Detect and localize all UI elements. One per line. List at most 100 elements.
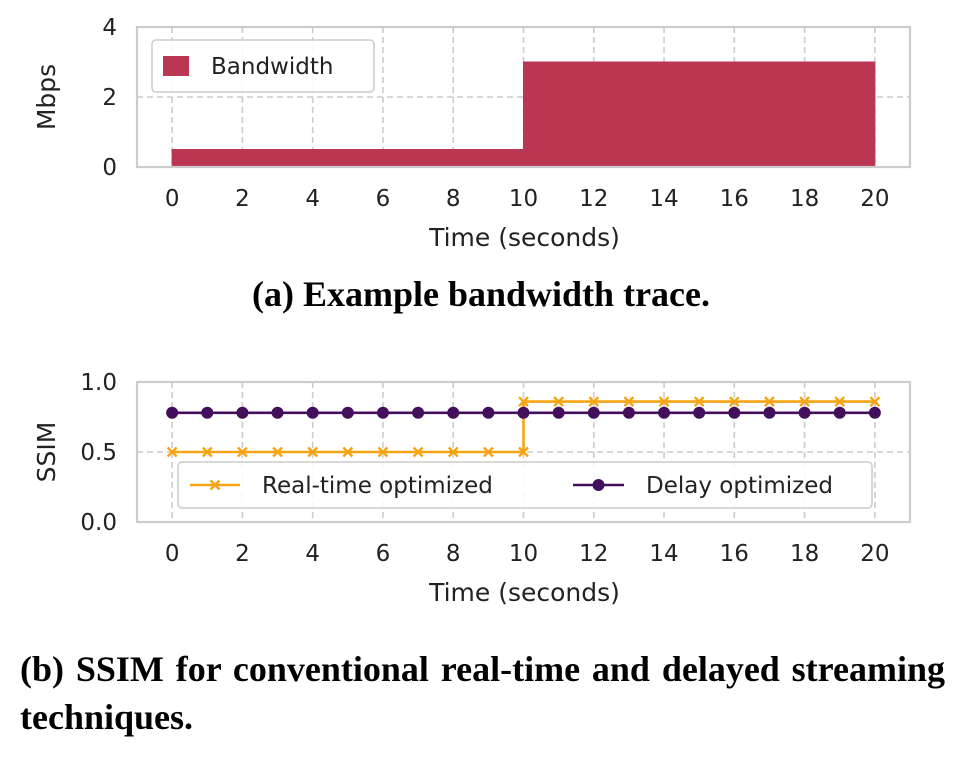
data-point <box>622 406 635 419</box>
marker-stroke <box>447 446 459 458</box>
x-tick-label: 4 <box>305 186 320 212</box>
y-tick-label: 1.0 <box>80 370 117 396</box>
data-point <box>447 406 460 419</box>
marker-stroke <box>834 396 846 407</box>
data-point <box>412 406 425 419</box>
data-point <box>658 396 670 407</box>
y-tick-label: 2 <box>102 85 117 111</box>
x-tick-label: 20 <box>860 186 889 212</box>
y-axis-label: Mbps <box>32 64 61 130</box>
y-tick-label: 0 <box>102 155 117 181</box>
data-point <box>237 446 248 458</box>
x-tick-label: 0 <box>165 186 180 212</box>
x-tick-label: 20 <box>860 541 889 567</box>
data-point <box>272 446 283 458</box>
data-point <box>728 406 741 419</box>
data-point <box>833 406 846 419</box>
x-tick-label: 6 <box>376 186 391 212</box>
legend-box <box>151 39 375 93</box>
data-point <box>518 396 529 407</box>
x-tick-label: 18 <box>790 541 819 567</box>
legend-marker-delay <box>592 479 605 491</box>
marker-stroke <box>764 396 775 407</box>
legend-label-bandwidth: Bandwidth <box>211 54 333 80</box>
marker-stroke <box>658 396 670 407</box>
caption-b: (b) SSIM for conventional real-time and … <box>20 649 945 737</box>
data-point <box>623 396 635 407</box>
x-tick-label: 16 <box>720 541 749 567</box>
data-point <box>517 406 530 419</box>
marker-stroke <box>728 396 740 407</box>
marker-stroke <box>693 396 705 407</box>
marker-stroke <box>377 446 389 458</box>
legend-marker-real-time <box>209 479 221 491</box>
caption-a: (a) Example bandwidth trace. <box>252 274 710 314</box>
marker-stroke <box>518 446 529 458</box>
x-tick-label: 8 <box>446 541 461 567</box>
data-point <box>236 406 249 419</box>
x-tick-label: 10 <box>509 541 538 567</box>
x-axis-label: Time (seconds) <box>428 223 620 252</box>
marker-stroke <box>166 446 178 458</box>
x-axis-label: Time (seconds) <box>428 578 620 607</box>
marker-stroke <box>869 396 881 407</box>
marker-stroke <box>588 396 600 407</box>
data-point <box>342 446 354 458</box>
x-tick-label: 4 <box>305 541 320 567</box>
data-point <box>553 396 564 407</box>
data-point <box>447 446 459 458</box>
data-point <box>341 406 354 419</box>
y-tick-label: 0.5 <box>80 440 117 466</box>
data-point <box>799 396 810 407</box>
data-point <box>764 396 775 407</box>
marker-stroke <box>342 446 354 458</box>
data-point <box>307 446 319 458</box>
series-line <box>172 400 875 454</box>
x-tick-label: 14 <box>649 186 678 212</box>
plot-frame <box>135 25 912 169</box>
data-point <box>166 406 179 419</box>
data-point <box>868 406 881 419</box>
series-real-time-optimized <box>166 396 881 458</box>
y-tick-label: 0.0 <box>80 510 117 536</box>
data-point <box>658 406 671 419</box>
data-point <box>376 406 389 419</box>
data-point <box>552 406 565 419</box>
x-tick-label: 14 <box>649 541 678 567</box>
marker-stroke <box>237 446 248 458</box>
data-point <box>693 406 706 419</box>
data-point <box>166 446 178 458</box>
data-point <box>763 406 776 419</box>
data-point <box>728 396 740 407</box>
marker-stroke <box>623 396 635 407</box>
x-tick-label: 12 <box>579 541 608 567</box>
data-point <box>306 406 319 419</box>
data-point <box>869 396 881 407</box>
data-point <box>587 406 600 419</box>
data-point <box>834 396 846 407</box>
data-point <box>201 446 213 458</box>
x-tick-label: 16 <box>720 186 749 212</box>
x-tick-label: 10 <box>509 186 538 212</box>
marker-stroke <box>518 396 529 407</box>
marker-stroke <box>201 446 213 458</box>
data-point <box>271 406 284 419</box>
marker-stroke <box>799 396 810 407</box>
data-point <box>518 446 529 458</box>
data-point <box>798 406 811 419</box>
series-delay-optimized <box>166 406 881 419</box>
data-point <box>482 406 495 419</box>
x-tick-label: 18 <box>790 186 819 212</box>
y-axis-label: SSIM <box>32 422 61 483</box>
data-point <box>693 396 705 407</box>
x-tick-label: 2 <box>235 541 250 567</box>
marker-stroke <box>412 446 424 458</box>
x-tick-label: 2 <box>235 186 250 212</box>
y-tick-label: 4 <box>102 15 117 41</box>
marker-stroke <box>272 446 283 458</box>
marker-stroke <box>307 446 319 458</box>
x-tick-label: 8 <box>446 186 461 212</box>
